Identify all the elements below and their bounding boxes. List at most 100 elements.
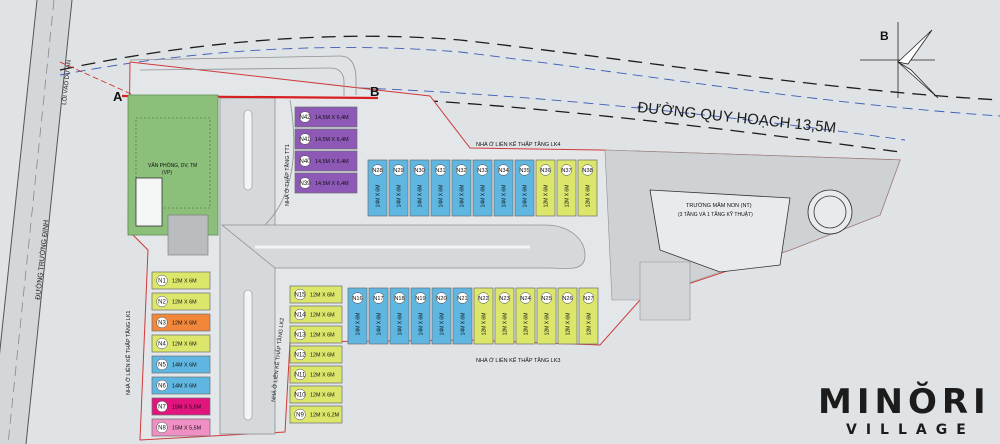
plot-n32[interactable] [451, 159, 472, 217]
plot-n39[interactable] [294, 172, 358, 194]
plot-id-badge [456, 292, 469, 304]
plot-id-badge [581, 164, 594, 176]
plot-id-label: N22 [478, 296, 488, 302]
plot-n29[interactable] [388, 159, 409, 217]
plot-n3[interactable] [151, 313, 211, 332]
plot-id-badge [294, 288, 306, 301]
plot-n20[interactable] [431, 287, 452, 345]
plot-id-badge [560, 164, 573, 176]
plot-n25[interactable] [536, 287, 557, 345]
plot-id-badge [156, 400, 168, 413]
plot-n1[interactable] [151, 271, 211, 290]
plot-n16[interactable] [347, 287, 368, 345]
plot-n31[interactable] [430, 159, 451, 217]
plot-id-label: N24 [520, 296, 530, 302]
plot-dims-label: 14M X 6M [440, 313, 446, 336]
plot-id-badge [299, 155, 311, 167]
plot-n40[interactable] [294, 150, 358, 172]
plot-id-badge [477, 292, 490, 304]
plot-dims-label: 14M X 6M [461, 313, 467, 336]
plot-dims-label: 12M X 6M [172, 342, 197, 348]
plot-n34[interactable] [493, 159, 514, 217]
plot-dims-label: 14,5M X 6,4M [315, 137, 349, 143]
plot-n6[interactable] [151, 376, 211, 395]
plot-id-label: N23 [499, 296, 509, 302]
plot-id-label: N32 [456, 168, 466, 174]
plot-dims-label: 12M X 6M [310, 333, 335, 339]
plot-n26[interactable] [557, 287, 578, 345]
plot-dims-label: 14M X 6M [439, 185, 445, 208]
plot-n30[interactable] [409, 159, 430, 217]
section-b-label: B [370, 84, 379, 99]
plot-id-label: N37 [561, 168, 571, 174]
plot-dims-label: 12M X 6M [565, 185, 571, 208]
plot-n37[interactable] [556, 159, 577, 217]
logo: MINŎRI VILLAGE [818, 382, 1000, 444]
plot-dims-label: 14,5M X 6,4M [315, 159, 349, 165]
plot-id-badge [413, 164, 426, 176]
plot-dims-label: 12M X 6M [172, 321, 197, 327]
plot-n19[interactable] [410, 287, 431, 345]
plot-id-badge [476, 164, 489, 176]
plot-id-label: N41 [299, 137, 311, 143]
plot-id-badge [561, 292, 574, 304]
plot-n4[interactable] [151, 334, 211, 353]
plot-dims-label: 14M X 6M [398, 313, 404, 336]
plot-n28[interactable] [367, 159, 388, 217]
plot-id-badge [294, 328, 306, 341]
plot-id-badge [518, 164, 531, 176]
plot-dims-label: 12M X 6M [482, 313, 488, 336]
plot-n38[interactable] [577, 159, 598, 217]
plot-id-label: N14 [294, 313, 306, 319]
plot-n35[interactable] [514, 159, 535, 217]
plot-dims-label: 14M X 6M [397, 185, 403, 208]
plot-id-badge [294, 408, 306, 421]
plot-n2[interactable] [151, 292, 211, 311]
plot-n33[interactable] [472, 159, 493, 217]
plot-id-label: N7 [158, 405, 166, 411]
plot-n8[interactable] [151, 418, 211, 437]
plot-id-badge [497, 164, 510, 176]
plot-id-label: N13 [294, 333, 306, 339]
plot-id-label: N21 [457, 296, 467, 302]
plot-id-label: N27 [583, 296, 593, 302]
plot-id-badge [156, 379, 168, 392]
plot-n36[interactable] [535, 159, 556, 217]
plot-dims-label: 14M X 6M [376, 185, 382, 208]
plot-n7[interactable] [151, 397, 211, 416]
kindergarten-building [649, 189, 791, 273]
plot-id-label: N3 [158, 321, 166, 327]
plot-n27[interactable] [578, 287, 599, 345]
plot-id-badge [539, 164, 552, 176]
plot-id-badge [299, 111, 311, 123]
plot-n17[interactable] [368, 287, 389, 345]
plot-n24[interactable] [515, 287, 536, 345]
plot-id-label: N4 [158, 342, 166, 348]
tt1-label: NHÀ Ở THẤP TẦNG TT1 [284, 144, 291, 206]
plot-id-badge [393, 292, 406, 304]
plot-id-label: N19 [415, 296, 425, 302]
plot-id-badge [392, 164, 405, 176]
plot-n23[interactable] [494, 287, 515, 345]
plot-n21[interactable] [452, 287, 473, 345]
plot-id-label: N39 [299, 181, 311, 187]
plot-n22[interactable] [473, 287, 494, 345]
plot-dims-label: 14M X 6M [523, 185, 529, 208]
plot-n18[interactable] [389, 287, 410, 345]
plot-id-badge [156, 337, 168, 350]
plot-id-badge [455, 164, 468, 176]
office-building [135, 177, 163, 227]
plot-dims-label: 15M X 5,5M [172, 405, 202, 411]
north-arrow-icon: B [860, 22, 939, 99]
plot-n5[interactable] [151, 355, 211, 374]
plot-id-badge [519, 292, 532, 304]
plot-id-label: N9 [296, 413, 304, 419]
plot-id-badge [294, 388, 306, 401]
plot-n41[interactable] [294, 128, 358, 150]
plot-id-label: N6 [158, 384, 166, 390]
plot-dims-label: 12M X 6M [310, 313, 335, 319]
plot-n42[interactable] [294, 106, 358, 128]
plot-id-label: N26 [562, 296, 572, 302]
